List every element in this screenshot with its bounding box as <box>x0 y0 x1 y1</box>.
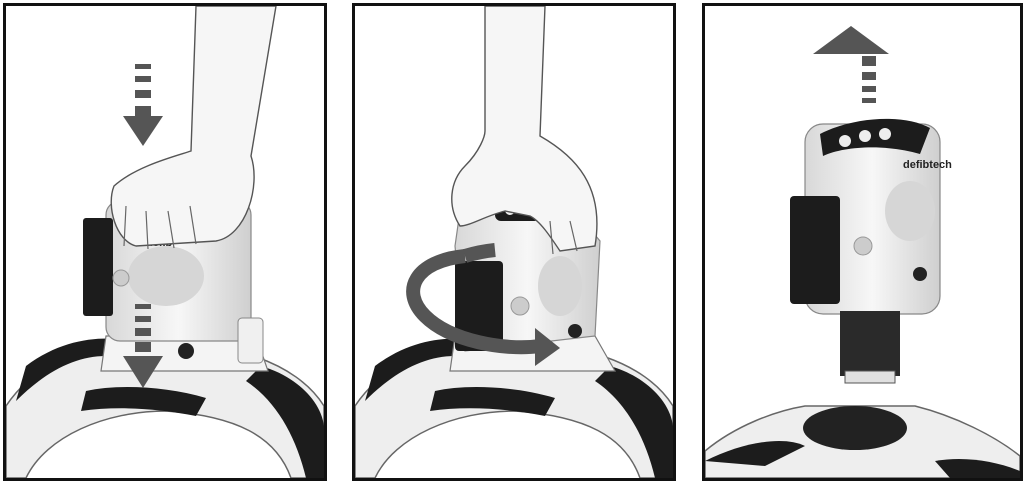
panel-step-3: defibtech <box>702 3 1023 481</box>
device-icon: defibtech <box>790 119 952 383</box>
panel-1-illustration: defib <box>6 6 324 478</box>
panel-2-illustration <box>355 6 673 478</box>
connector-port-icon <box>178 343 194 359</box>
speaker-grille-icon <box>885 181 935 241</box>
speaker-grille-icon <box>538 256 582 316</box>
battery-pack-icon <box>83 218 113 316</box>
arrow-down-icon <box>123 64 163 146</box>
mount-ring-icon <box>705 406 1020 478</box>
panel-step-1: defib <box>3 3 327 481</box>
panel-step-2 <box>352 3 676 481</box>
arrow-up-icon <box>813 26 889 103</box>
speaker-grille-icon <box>128 246 204 306</box>
panel-3-illustration: defibtech <box>705 6 1020 478</box>
device-brand-label: defibtech <box>903 159 952 171</box>
battery-pack-icon <box>790 196 840 304</box>
